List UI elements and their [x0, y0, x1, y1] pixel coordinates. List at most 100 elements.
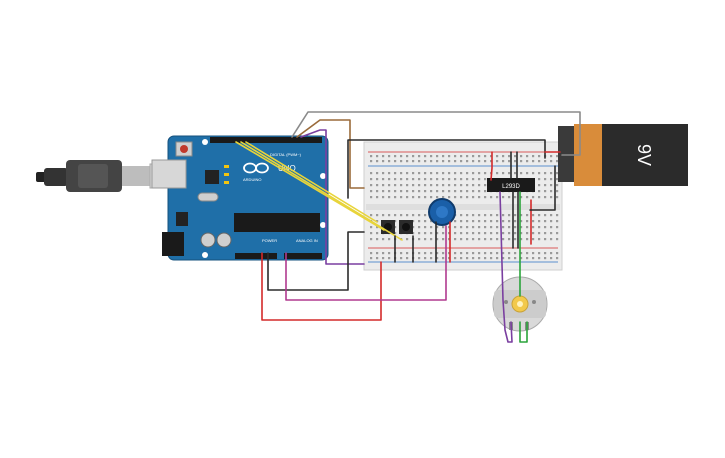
- breadboard-hole: [406, 172, 409, 175]
- breadboard-hole: [460, 252, 463, 255]
- l293d-chip[interactable]: L293D: [487, 178, 535, 192]
- breadboard-hole: [412, 232, 415, 235]
- breadboard-hole: [484, 160, 487, 163]
- wire-yellow-2[interactable]: [240, 141, 403, 241]
- breadboard-hole: [442, 178, 445, 181]
- breadboard-hole: [448, 160, 451, 163]
- breadboard-hole: [454, 238, 457, 241]
- breadboard-hole: [496, 160, 499, 163]
- wire-purple-motor[interactable]: [499, 191, 513, 343]
- breadboard-hole: [478, 178, 481, 181]
- wire-magenta-a0[interactable]: [285, 225, 447, 301]
- breadboard-hole: [508, 226, 511, 229]
- breadboard-hole: [442, 226, 445, 229]
- dc-motor-icon[interactable]: [492, 276, 548, 332]
- breadboard-hole: [412, 160, 415, 163]
- wire-gray[interactable]: [291, 111, 581, 156]
- breadboard-hole: [532, 238, 535, 241]
- breadboard-hole: [526, 238, 529, 241]
- breadboard-hole: [532, 214, 535, 217]
- breadboard-hole: [478, 184, 481, 187]
- breadboard-hole: [556, 252, 559, 255]
- breadboard-hole: [412, 190, 415, 193]
- wire-black-bottom[interactable]: [267, 231, 365, 291]
- breadboard-hole: [550, 226, 553, 229]
- breadboard-hole: [412, 172, 415, 175]
- breadboard-hole: [496, 172, 499, 175]
- breadboard-hole: [442, 160, 445, 163]
- breadboard-hole: [538, 252, 541, 255]
- breadboard-hole: [388, 252, 391, 255]
- breadboard-hole: [544, 252, 547, 255]
- breadboard-hole: [370, 184, 373, 187]
- breadboard-hole: [418, 172, 421, 175]
- breadboard-hole: [556, 172, 559, 175]
- breadboard-hole: [376, 232, 379, 235]
- breadboard-hole: [406, 190, 409, 193]
- wire-purple-d[interactable]: [300, 129, 365, 265]
- breadboard-hole: [526, 232, 529, 235]
- wire-green-motor[interactable]: [519, 191, 528, 343]
- breadboard-hole: [538, 190, 541, 193]
- breadboard-hole: [376, 238, 379, 241]
- breadboard-hole: [538, 184, 541, 187]
- breadboard-hole: [544, 160, 547, 163]
- breadboard-hole: [430, 178, 433, 181]
- arduino-board[interactable]: DIGITAL (PWM~) UNO ARDUINO POWER ANALOG …: [151, 135, 329, 261]
- breadboard-hole: [370, 226, 373, 229]
- potentiometer[interactable]: [428, 198, 456, 226]
- breadboard-hole: [418, 190, 421, 193]
- breadboard-hole: [514, 172, 517, 175]
- breadboard-hole: [424, 238, 427, 241]
- breadboard-hole: [442, 190, 445, 193]
- breadboard-hole: [538, 214, 541, 217]
- breadboard-hole: [400, 178, 403, 181]
- breadboard-hole: [550, 214, 553, 217]
- breadboard-hole: [460, 184, 463, 187]
- wire-red-5v[interactable]: [261, 252, 382, 321]
- breadboard-hole: [382, 257, 385, 260]
- breadboard-hole: [406, 155, 409, 158]
- breadboard-hole: [424, 155, 427, 158]
- breadboard-hole: [520, 252, 523, 255]
- breadboard-hole: [448, 196, 451, 199]
- breadboard-hole: [460, 155, 463, 158]
- breadboard-hole: [526, 220, 529, 223]
- breadboard-hole: [472, 184, 475, 187]
- breadboard-hole: [538, 178, 541, 181]
- analog-header: [284, 253, 322, 259]
- wire-yellow-1[interactable]: [235, 141, 385, 231]
- breadboard-hole: [484, 252, 487, 255]
- wire-black-top[interactable]: [347, 139, 546, 199]
- breadboard-hole: [502, 155, 505, 158]
- analog-header-label: ANALOG IN: [296, 238, 318, 243]
- wire-black-battery[interactable]: [529, 165, 556, 211]
- wire-brown[interactable]: [296, 119, 365, 189]
- breadboard-hole: [496, 155, 499, 158]
- breadboard-hole: [526, 252, 529, 255]
- breadboard-hole: [550, 238, 553, 241]
- breadboard-hole: [370, 238, 373, 241]
- breadboard[interactable]: [363, 141, 563, 271]
- breadboard-hole: [514, 196, 517, 199]
- wire-yellow-3[interactable]: [245, 141, 378, 223]
- pushbutton-2[interactable]: [399, 220, 413, 234]
- breadboard-hole: [496, 214, 499, 217]
- wire-red-rail[interactable]: [490, 151, 493, 181]
- breadboard-hole: [532, 226, 535, 229]
- breadboard-hole: [550, 196, 553, 199]
- breadboard-hole: [490, 252, 493, 255]
- breadboard-hole: [394, 155, 397, 158]
- breadboard-hole: [448, 184, 451, 187]
- breadboard-hole: [376, 226, 379, 229]
- breadboard-hole: [442, 252, 445, 255]
- breadboard-hole: [484, 155, 487, 158]
- breadboard-hole: [520, 232, 523, 235]
- breadboard-hole: [508, 214, 511, 217]
- breadboard-hole: [544, 178, 547, 181]
- breadboard-hole: [514, 232, 517, 235]
- breadboard-hole: [388, 190, 391, 193]
- breadboard-hole: [454, 190, 457, 193]
- breadboard-hole: [418, 232, 421, 235]
